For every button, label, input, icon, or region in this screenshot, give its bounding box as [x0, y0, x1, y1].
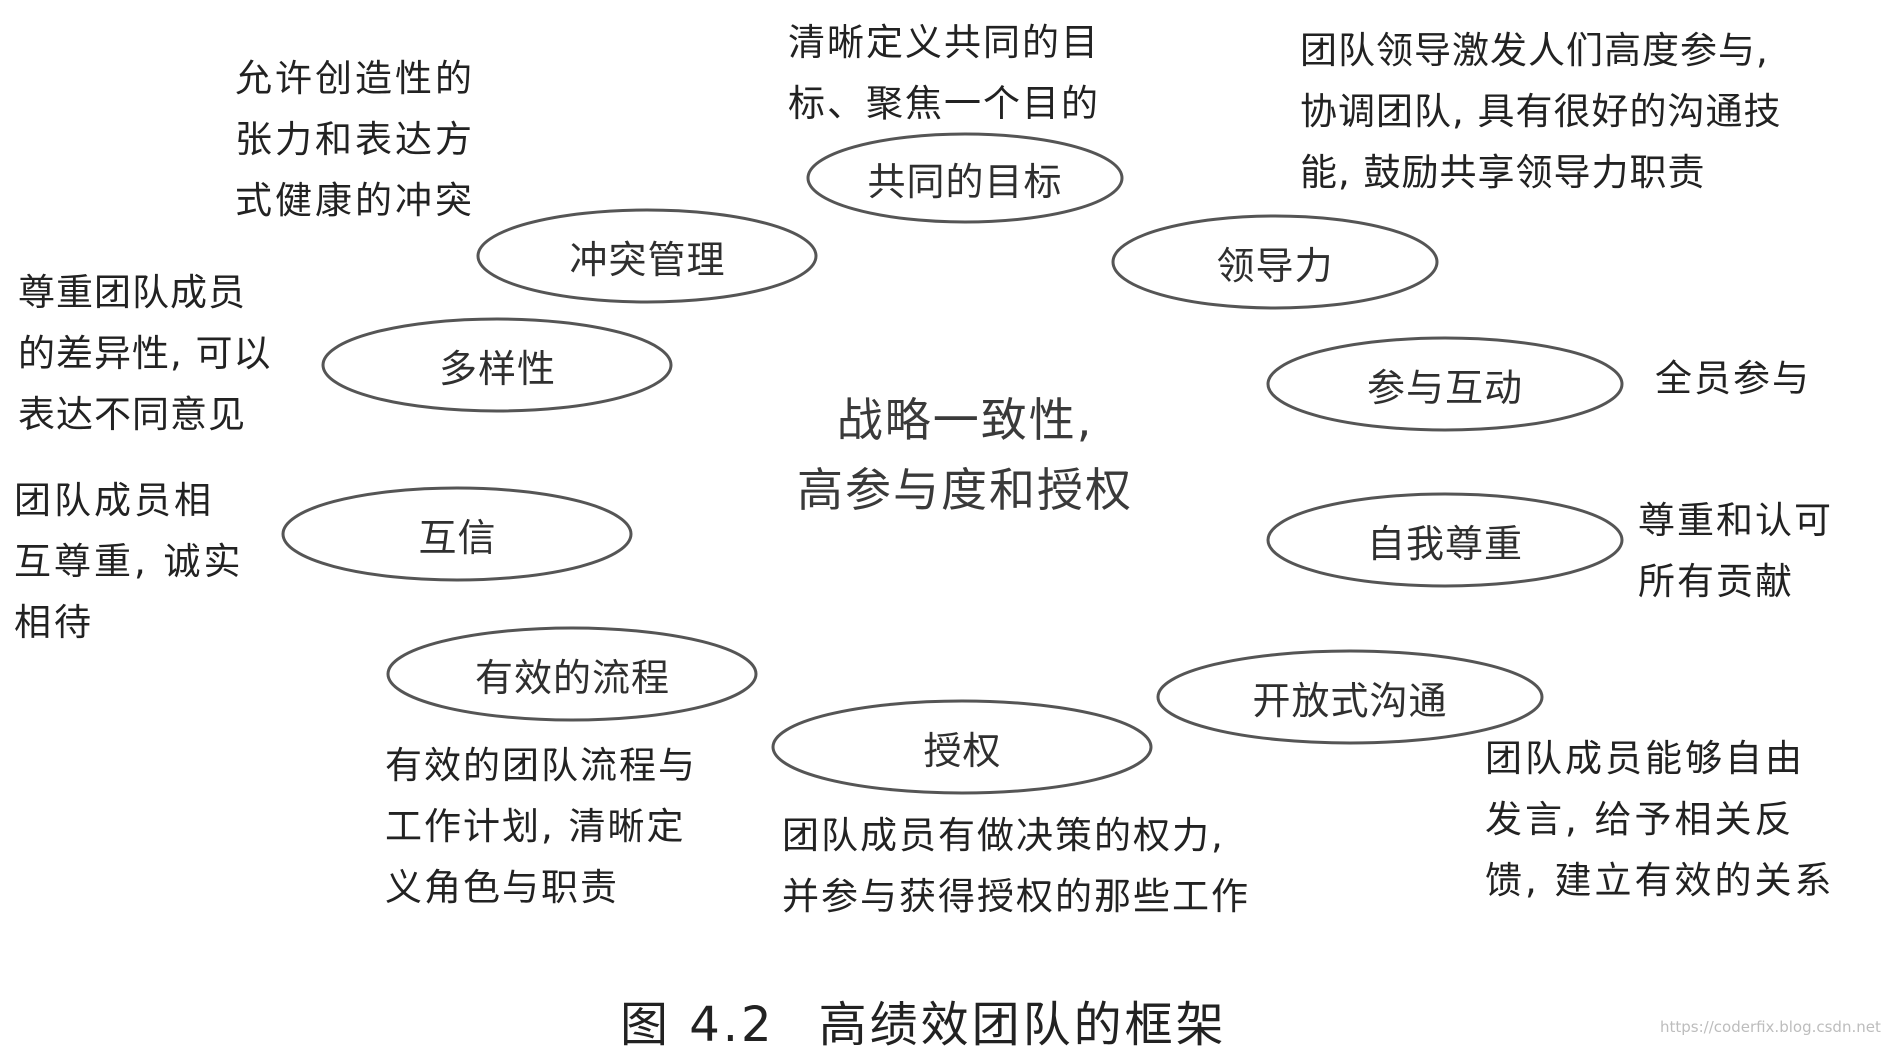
oval-open-communication: 开放式沟通: [1252, 678, 1448, 723]
desc-open-communication: 团队成员能够自由 发言, 给予相关反 馈, 建立有效的关系: [1485, 737, 1835, 902]
watermark: https://coderfix.blog.csdn.net: [1660, 1018, 1881, 1036]
center-label: 战略一致性, 高参与度和授权: [740, 385, 1190, 525]
oval-common-goal-shape: [806, 132, 1124, 224]
desc-participation: 全员参与: [1655, 357, 1811, 400]
center-line-2: 高参与度和授权: [797, 463, 1133, 517]
desc-empowerment: 团队成员有做决策的权力, 并参与获得授权的那些工作: [782, 814, 1250, 918]
oval-open-communication-shape: [1156, 649, 1544, 745]
oval-empowerment: 授权: [923, 728, 1002, 773]
oval-self-respect: 自我尊重: [1366, 521, 1523, 566]
desc-leadership: 团队领导激发人们高度参与, 协调团队, 具有很好的沟通技 能, 鼓励共享领导力职…: [1300, 29, 1782, 194]
figure-number: 图 4.2: [620, 997, 775, 1053]
desc-self-respect: 尊重和认可 所有贡献: [1638, 499, 1833, 603]
oval-effective-process-shape: [386, 626, 758, 722]
desc-trust: 团队成员相 互尊重, 诚实 相待: [14, 479, 244, 644]
oval-participation-shape: [1266, 336, 1624, 432]
desc-common-goal: 清晰定义共同的目 标、聚焦一个目的: [788, 21, 1100, 125]
desc-diversity: 尊重团队成员 的差异性, 可以 表达不同意见: [18, 271, 272, 436]
oval-trust: 互信: [418, 515, 497, 560]
oval-self-respect-shape: [1266, 492, 1624, 588]
center-line-1: 战略一致性,: [836, 393, 1094, 447]
figure-title: 高绩效团队的框架: [818, 997, 1227, 1053]
oval-trust-shape: [281, 486, 633, 582]
oval-conflict-management: 冲突管理: [569, 237, 726, 282]
oval-participation: 参与互动: [1366, 365, 1523, 410]
oval-leadership: 领导力: [1216, 243, 1334, 288]
oval-empowerment-shape: [771, 699, 1153, 795]
desc-effective-process: 有效的团队流程与 工作计划, 清晰定 义角色与职责: [385, 744, 697, 909]
desc-conflict-management: 允许创造性的 张力和表达方 式健康的冲突: [235, 57, 475, 222]
figure-caption: 图 4.2 高绩效团队的框架: [620, 985, 1227, 1055]
oval-conflict-management-shape: [476, 208, 818, 304]
oval-effective-process: 有效的流程: [474, 655, 670, 700]
oval-diversity-shape: [321, 317, 673, 413]
oval-diversity: 多样性: [438, 346, 556, 391]
oval-common-goal: 共同的目标: [867, 159, 1063, 204]
oval-leadership-shape: [1111, 214, 1439, 310]
